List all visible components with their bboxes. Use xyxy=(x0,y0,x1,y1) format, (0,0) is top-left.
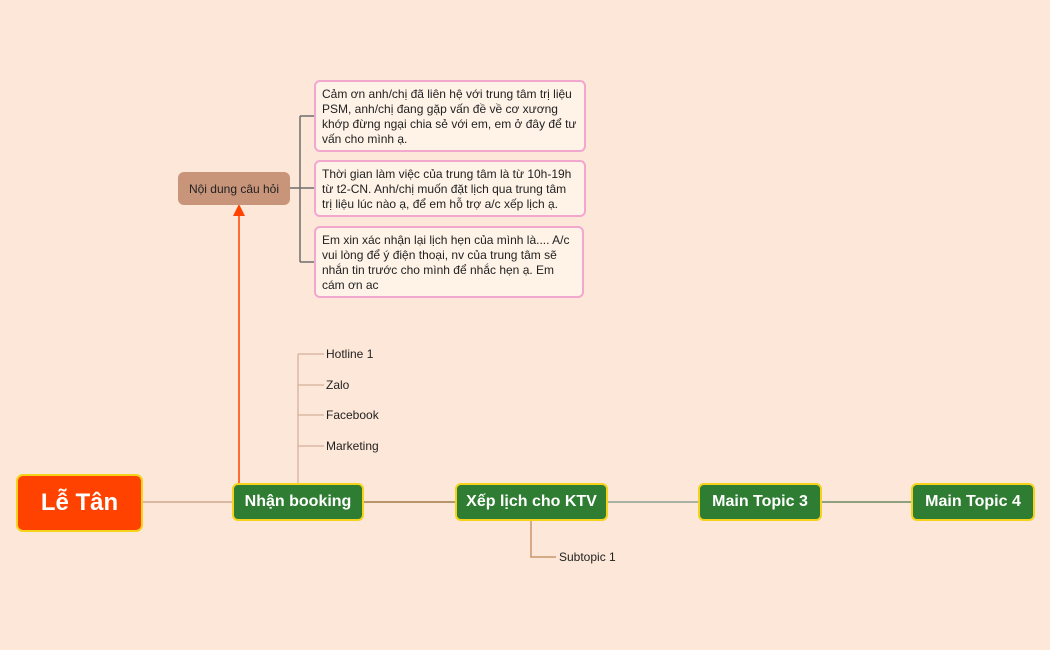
subtopic-hotline[interactable]: Hotline 1 xyxy=(326,347,374,361)
subtopic-facebook[interactable]: Facebook xyxy=(326,408,379,422)
note-confirmation[interactable]: Em xin xác nhận lại lịch hẹn của mình là… xyxy=(314,226,584,298)
main-topic-ktv[interactable]: Xếp lịch cho KTV xyxy=(455,483,608,521)
main-topic-3[interactable]: Main Topic 3 xyxy=(698,483,822,521)
link-booking-subtopics xyxy=(297,353,324,483)
note-working-hours[interactable]: Thời gian làm việc của trung tâm là từ 1… xyxy=(314,160,586,217)
main-topic-booking[interactable]: Nhận booking xyxy=(232,483,364,521)
link-floating-notes xyxy=(290,115,314,263)
link-ktv-subtopic xyxy=(530,521,556,558)
subtopic-zalo[interactable]: Zalo xyxy=(326,378,350,392)
subtopic-marketing[interactable]: Marketing xyxy=(326,439,379,453)
floating-topic[interactable]: Nội dung câu hỏi xyxy=(178,172,290,205)
main-topic-4[interactable]: Main Topic 4 xyxy=(911,483,1035,521)
central-topic[interactable]: Lễ Tân xyxy=(16,474,143,532)
subtopic-ktv-1[interactable]: Subtopic 1 xyxy=(559,550,616,564)
note-greeting[interactable]: Cảm ơn anh/chị đã liên hệ với trung tâm … xyxy=(314,80,586,152)
